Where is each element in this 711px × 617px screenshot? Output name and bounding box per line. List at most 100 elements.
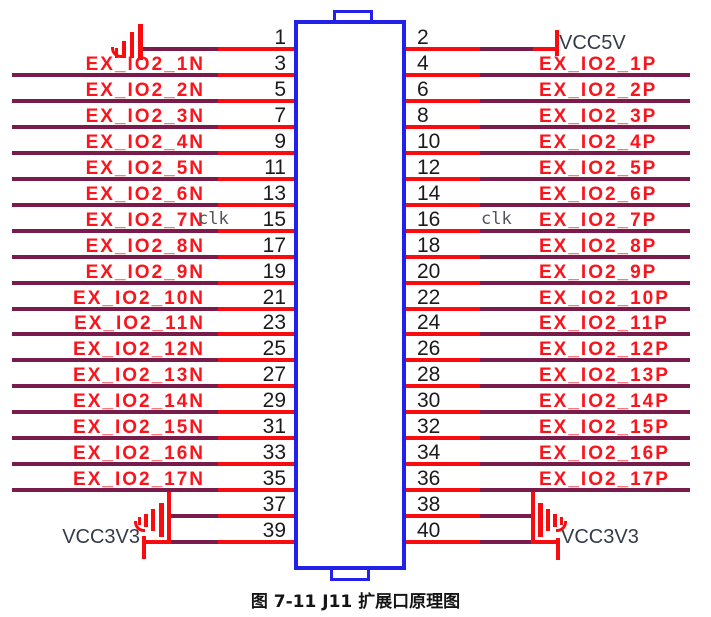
net-label-right: EX_IO2_9P [539,262,658,283]
wire-segment [218,255,298,259]
wire-segment [480,229,690,233]
wire-segment [12,99,218,103]
wire-segment [12,462,218,466]
pin-number-right: 8 [417,104,429,127]
pin-number-left: 19 [262,260,286,283]
net-label-right: EX_IO2_2P [539,80,658,101]
wire-segment [169,514,218,518]
wire-segment [406,151,480,155]
net-label-left: EX_IO2_16N [73,443,205,464]
pin-number-left: 29 [262,389,286,412]
wire-segment [480,203,690,207]
wire-segment [218,307,298,311]
wire-segment [218,358,298,362]
pin-number-right: 14 [417,182,441,205]
net-label-left: EX_IO2_6N [85,184,205,205]
pin-number-left: 21 [262,286,286,309]
power-bar-icon [142,536,146,559]
wire-segment [406,73,480,77]
wire-segment [218,177,298,181]
wire-segment [12,307,218,311]
ground-bar-icon [138,24,143,60]
wire-segment [406,514,480,518]
wire-segment [406,281,480,285]
wire-segment [533,47,557,51]
pin-number-left: 1 [274,26,286,49]
figure-caption: 图 7-11 J11 扩展口原理图 [250,592,461,612]
wire-segment [406,462,480,466]
wire-segment [480,281,690,285]
wire-segment [480,307,690,311]
ground-bar-icon [122,41,126,58]
wire-segment [12,73,218,77]
wire-segment [406,125,480,129]
wire-segment [218,125,298,129]
power-bar-icon [556,538,560,560]
wire-segment [218,281,298,285]
pin-number-left: 31 [262,415,286,438]
net-label-left: EX_IO2_12N [73,339,205,360]
ground-hook-icon [556,521,567,532]
ground-bar-icon [538,503,543,537]
junction-wire [167,492,171,544]
wire-segment [406,203,480,207]
wire-segment [218,514,298,518]
net-label-left: EX_IO2_5N [85,158,205,179]
pin-number-right: 28 [417,363,441,386]
wire-segment [406,177,480,181]
net-label-left: EX_IO2_1N [85,54,205,75]
wire-segment [406,358,480,362]
pin-number-left: 7 [274,104,286,127]
wire-segment [406,255,480,259]
connector-j11-body [294,20,406,570]
wire-segment [218,203,298,207]
net-label-left: EX_IO2_15N [73,417,205,438]
wire-segment [218,488,298,492]
pin-number-right: 4 [417,52,429,75]
net-label-right: EX_IO2_7P [539,210,658,231]
wire-segment [480,514,535,518]
net-label-right: EX_IO2_11P [539,313,669,334]
wire-segment [480,177,690,181]
wire-segment [12,177,218,181]
net-label-right: EX_IO2_3P [539,106,658,127]
wire-segment [218,73,298,77]
net-label-right: EX_IO2_8P [539,236,658,257]
pin-number-right: 22 [417,286,441,309]
ground-bar-icon [546,509,550,531]
net-label-left: EX_IO2_7N [85,210,205,231]
wire-segment [406,307,480,311]
net-label-left: EX_IO2_9N [85,262,205,283]
ground-bar-icon [553,514,557,527]
wire-segment [12,255,218,259]
pin-number-left: 3 [274,52,286,75]
wire-segment [12,358,218,362]
pin-number-right: 32 [417,415,441,438]
pin-number-left: 37 [262,493,286,516]
ground-bar-icon [151,509,155,531]
wire-segment [406,99,480,103]
wire-segment [218,332,298,336]
net-label-left: EX_IO2_8N [85,236,205,257]
wire-segment [218,229,298,233]
power-bar-icon [555,30,559,56]
pin-number-right: 12 [417,156,441,179]
pin-number-right: 6 [417,78,429,101]
ground-bar-icon [144,514,148,527]
pin-number-right: 20 [417,260,441,283]
wire-segment [12,332,218,336]
wire-segment [218,151,298,155]
wire-segment [480,488,690,492]
ground-bar-icon [159,503,164,537]
wire-segment [12,384,218,388]
net-label-left: EX_IO2_10N [73,288,205,309]
pin-number-left: 25 [262,337,286,360]
wire-segment [171,540,218,544]
wire-segment [12,203,218,207]
pin-number-right: 40 [417,519,441,542]
wire-segment [142,47,218,51]
wire-segment [12,488,218,492]
pin-number-left: 27 [262,363,286,386]
pin-number-left: 35 [262,467,286,490]
wire-segment [406,47,480,51]
